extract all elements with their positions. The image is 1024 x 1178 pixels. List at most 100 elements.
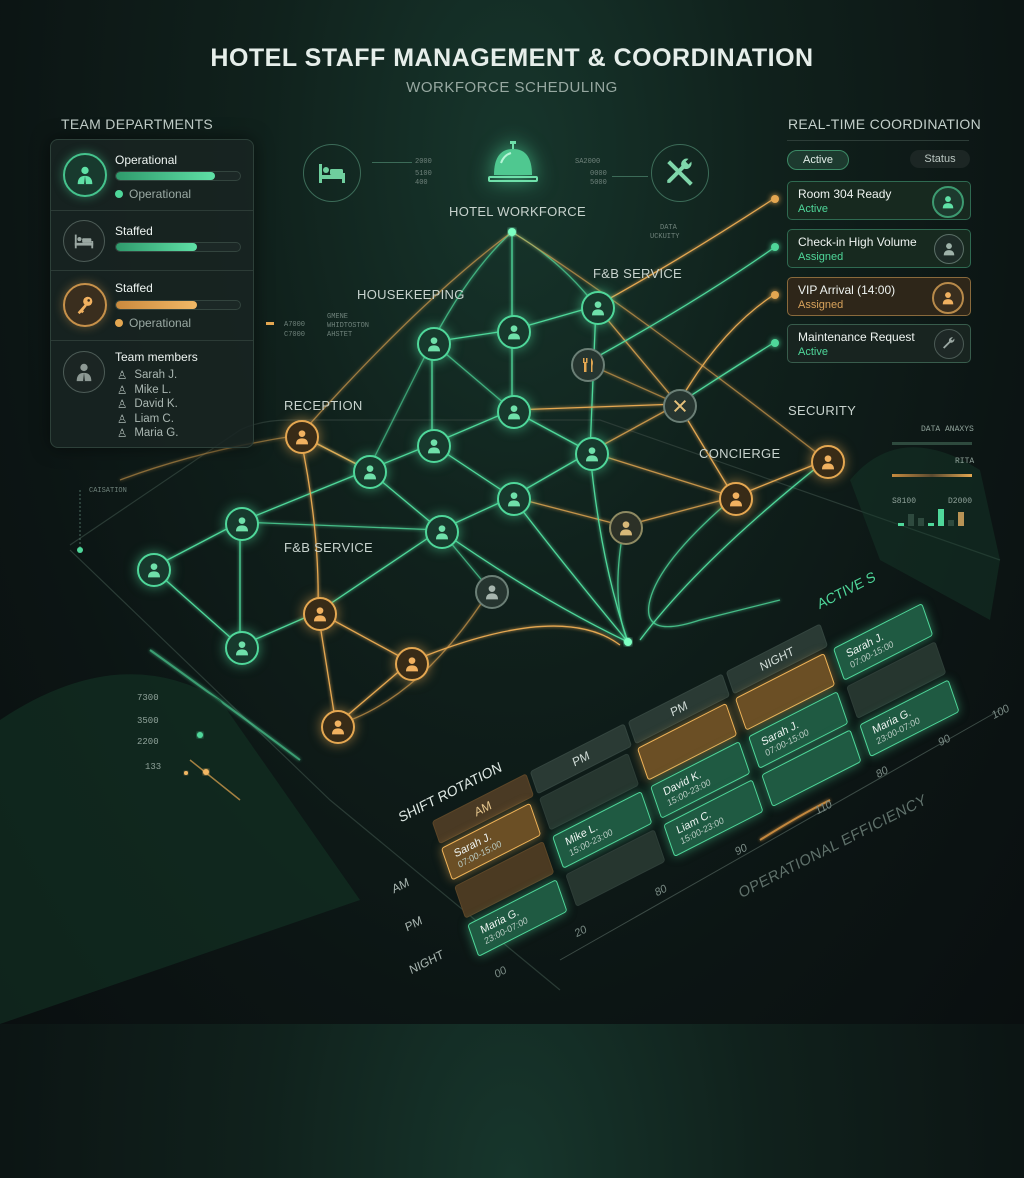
staff-node[interactable]: [353, 455, 387, 489]
person-icon: [932, 282, 964, 314]
staff-node-fb-service[interactable]: [303, 597, 337, 631]
person-icon: [508, 325, 520, 340]
row-label-pm: PM: [403, 913, 424, 935]
staff-node[interactable]: [225, 507, 259, 541]
staff-node[interactable]: [497, 482, 531, 516]
coordination-status: Active: [798, 203, 828, 215]
person-icon: [934, 234, 964, 264]
staff-node[interactable]: [497, 395, 531, 429]
staff-node[interactable]: [137, 553, 171, 587]
person-icon: [586, 447, 598, 462]
divider: [372, 162, 412, 163]
department-row[interactable]: Operational Operational: [51, 140, 253, 210]
team-member[interactable]: ♙Mike L.: [117, 383, 172, 397]
staff-node-concierge[interactable]: [719, 482, 753, 516]
person-icon: [592, 301, 604, 316]
axis-tick: 80: [653, 882, 669, 900]
person-icon: [508, 492, 520, 507]
service-bell-icon: [478, 136, 548, 192]
status-dot-icon: [115, 190, 123, 198]
staff-person-icon: [63, 153, 107, 197]
diagram-readout: GMENE: [327, 313, 349, 321]
department-title: Operational: [115, 153, 178, 167]
shift-rotation-board: SHIFT ROTATION ACTIVE S AM PM PM NIGHT A…: [390, 555, 1015, 981]
team-member[interactable]: ♙Liam C.: [117, 412, 174, 426]
fork-knife-icon[interactable]: [571, 348, 605, 382]
label-fb-service: F&B SERVICE: [593, 266, 683, 281]
coordination-item[interactable]: Maintenance Request Active: [787, 324, 971, 363]
staff-node[interactable]: [425, 515, 459, 549]
staff-node[interactable]: [575, 437, 609, 471]
team-member[interactable]: ♙Maria G.: [117, 427, 179, 441]
person-icon: [822, 455, 834, 470]
department-status: Operational: [115, 187, 191, 201]
coordination-item[interactable]: VIP Arrival (14:00) Assigned: [787, 277, 971, 316]
staff-node[interactable]: [417, 429, 451, 463]
filter-active-button[interactable]: Active: [787, 150, 849, 170]
divider: [787, 140, 969, 141]
departments-heading: TEAM DEPARTMENTS: [61, 116, 214, 132]
bed-icon: [303, 144, 361, 202]
staff-node[interactable]: [321, 710, 355, 744]
axis-tick: 00: [493, 964, 509, 982]
tools-icon[interactable]: [663, 389, 697, 423]
coordination-title: Room 304 Ready: [798, 187, 892, 201]
person-icon: ♙: [117, 370, 128, 383]
filter-status-button[interactable]: Status: [910, 150, 970, 168]
data-label: UCKUITY: [650, 233, 680, 241]
team-member[interactable]: ♙David K.: [117, 398, 178, 412]
divider: [612, 176, 648, 177]
person-icon: ♙: [117, 399, 128, 412]
coordination-status: Assigned: [798, 251, 844, 263]
hub-label: HOTEL WORKFORCE: [449, 204, 586, 219]
coordination-title: Check-in High Volume: [798, 235, 917, 249]
key-icon: [63, 283, 107, 327]
hub-readout: 5100: [415, 170, 432, 178]
coordination-item[interactable]: Check-in High Volume Assigned: [787, 229, 971, 268]
marker: [266, 322, 274, 325]
analytics-label: D2000: [948, 497, 973, 506]
label-fb-service: F&B SERVICE: [284, 540, 374, 555]
staff-node-housekeeping[interactable]: [417, 327, 451, 361]
person-icon: [508, 405, 520, 420]
staff-node[interactable]: [225, 631, 259, 665]
person-icon: ♙: [117, 428, 128, 441]
person-icon: [314, 607, 326, 622]
staff-node-fb-service[interactable]: [581, 291, 615, 325]
person-icon: [730, 492, 742, 507]
staff-node[interactable]: [609, 511, 643, 545]
departments-panel: Operational Operational Staffed Staffed …: [50, 139, 254, 448]
person-icon: [148, 563, 160, 578]
coordination-item[interactable]: Room 304 Ready Active: [787, 181, 971, 220]
staff-node-housekeeping[interactable]: [497, 315, 531, 349]
person-icon: [236, 517, 248, 532]
manager-icon: [63, 351, 105, 393]
staff-node[interactable]: [395, 647, 429, 681]
analytics-bar: [892, 442, 972, 445]
person-icon: [296, 430, 308, 445]
staff-node-security[interactable]: [811, 445, 845, 479]
connector-dot: [771, 339, 779, 347]
department-row[interactable]: Staffed Operational: [51, 270, 253, 341]
diagram-readout: WHIDTOSTON: [327, 322, 370, 330]
person-icon: [620, 521, 632, 536]
row-label-night: NIGHT: [407, 946, 446, 978]
staff-node[interactable]: [475, 575, 509, 609]
bed-icon: [63, 220, 105, 262]
scale-value: 2200: [137, 737, 159, 747]
progress-bar: [115, 171, 241, 181]
label-security: SECURITY: [788, 403, 857, 418]
staff-node-reception[interactable]: [285, 420, 319, 454]
scale-value: 3500: [137, 716, 159, 726]
team-members-section: Team members ♙Sarah J. ♙Mike L. ♙David K…: [51, 340, 253, 448]
team-member[interactable]: ♙Sarah J.: [117, 369, 178, 383]
team-member-list: ♙Sarah J. ♙Mike L. ♙David K. ♙Liam C. ♙M…: [117, 368, 178, 441]
analytics-bar: [892, 474, 972, 477]
department-row[interactable]: Staffed: [51, 210, 253, 271]
page-title: HOTEL STAFF MANAGEMENT & COORDINATION: [210, 44, 814, 72]
hub-readout: 5000: [590, 179, 607, 187]
person-icon: [364, 465, 376, 480]
axis-tick: 90: [937, 732, 952, 750]
coordination-heading: REAL-TIME COORDINATION: [788, 116, 982, 132]
hub-readout: 0000: [590, 170, 607, 178]
